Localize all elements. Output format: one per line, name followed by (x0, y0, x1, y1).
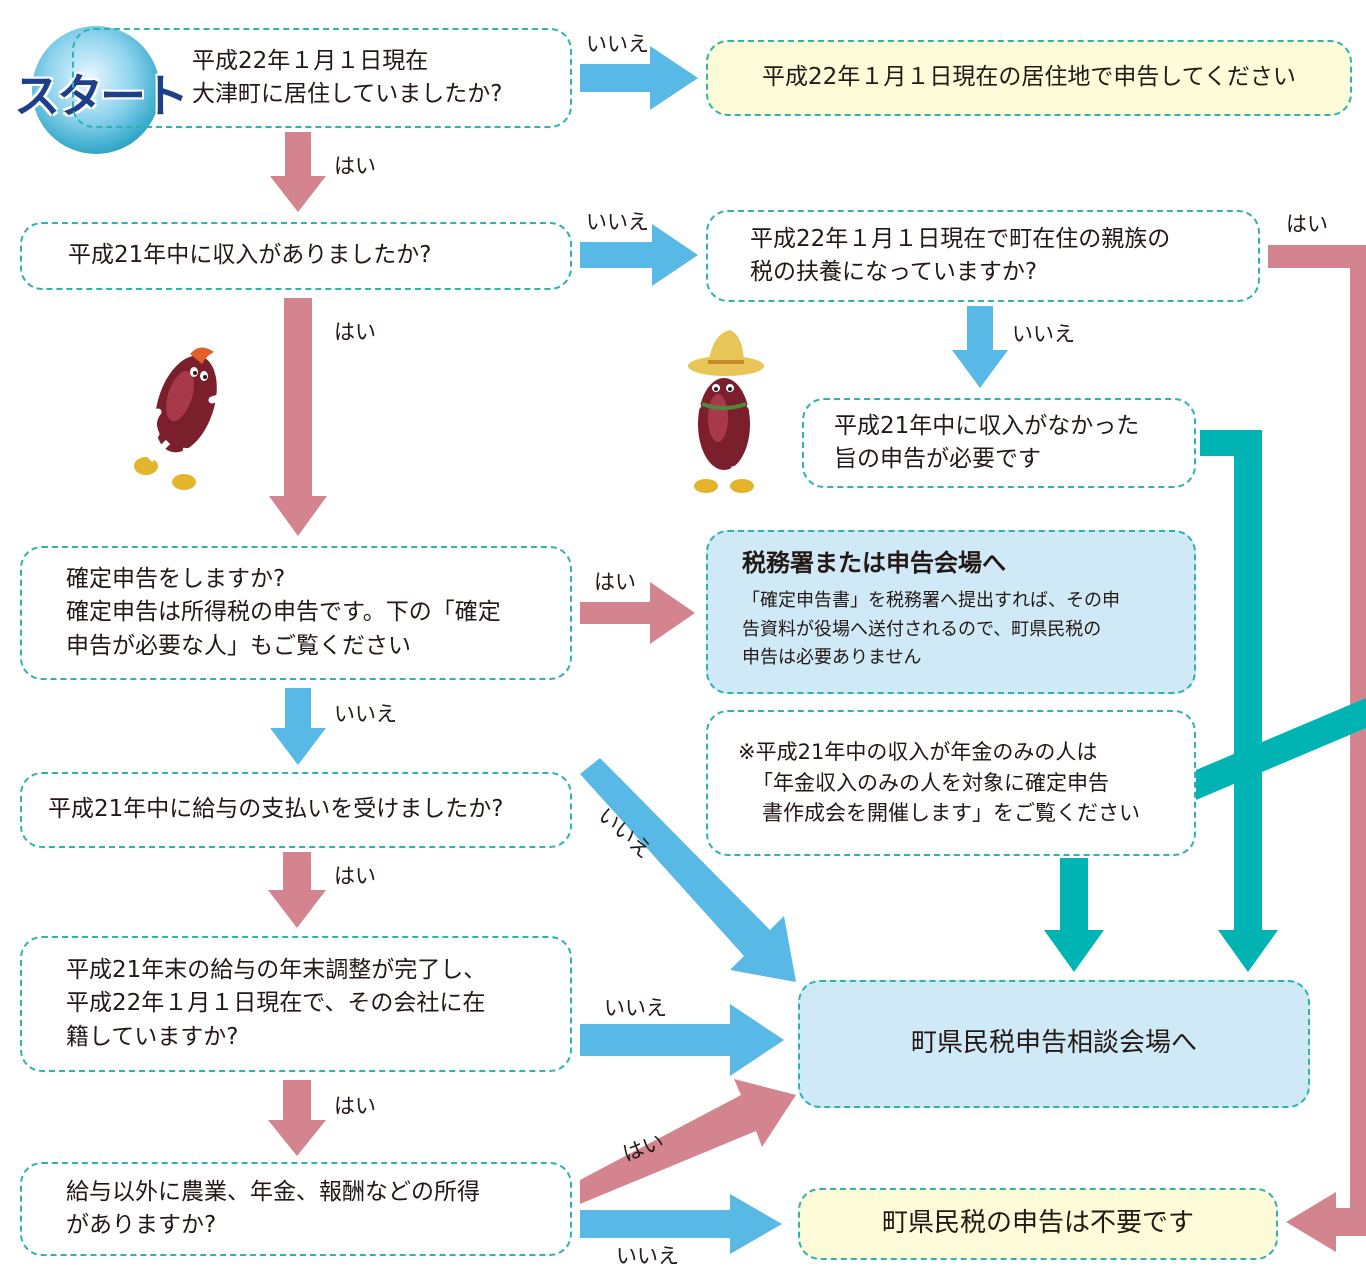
note-pension-line-2: 「年金収入のみの人を対象に確定申告 (752, 770, 1109, 795)
question-tax-return: 確定申告をしますか? 確定申告は所得税の申告です。下の「確定 申告が必要な人」も… (20, 546, 572, 680)
question-tax-return-line-3: 申告が必要な人」もご覧ください (66, 632, 411, 659)
no-arrow-q3-q4 (270, 688, 326, 765)
result-tax-office: 税務署または申告会場へ 「確定申告書」を税務署へ提出すれば、その申 告資料が役場… (706, 530, 1196, 694)
no-arrow-q4-consult (580, 758, 796, 982)
result-consultation-text: 町県民税申告相談会場へ (910, 1028, 1197, 1059)
start-globe-icon (32, 26, 160, 154)
label-yes-q4: はい (334, 864, 376, 888)
label-no-q5: いいえ (604, 996, 667, 1020)
yes-arrow-q4-q5 (268, 852, 326, 928)
question-year-end-line-1: 平成21年末の給与の年末調整が完了し、 (66, 956, 487, 983)
question-residence: 平成22年１月１日現在 大津町に居住していましたか? (72, 28, 572, 128)
yes-arrow-q5-q6 (268, 1080, 326, 1156)
yes-arrow-q1-q2 (270, 132, 326, 212)
yes-arrow-q6-consult (580, 1079, 796, 1204)
result-not-required: 町県民税の申告は不要です (798, 1188, 1278, 1260)
question-dependent-line-2: 税の扶養になっていますか? (750, 259, 1038, 285)
label-no-q2: いいえ (586, 210, 649, 234)
label-no-q3: いいえ (334, 702, 397, 726)
teal-arrow-note-consult (1044, 858, 1104, 972)
question-salary-text: 平成21年中に給与の支払いを受けましたか? (48, 796, 504, 823)
result-tax-office-line-3: 申告は必要ありません (742, 647, 922, 669)
label-no-q2b: いいえ (1012, 322, 1075, 346)
result-not-required-text: 町県民税の申告は不要です (881, 1208, 1194, 1239)
note-pension-line-1: ※平成21年中の収入が年金のみの人は (738, 740, 1098, 765)
yes-arrow-q2-q3 (269, 298, 327, 536)
question-tax-return-line-2: 確定申告は所得税の申告です。下の「確定 (66, 599, 501, 626)
question-other-income-line-1: 給与以外に農業、年金、報酬などの所得 (66, 1178, 480, 1205)
label-yes-q5: はい (334, 1094, 376, 1118)
teal-bar-diagonal (1196, 698, 1366, 800)
result-no-income-line-2: 旨の申告が必要です (834, 446, 1041, 472)
question-other-income-line-2: がありますか? (66, 1212, 217, 1238)
label-yes-q1: はい (334, 154, 376, 178)
result-no-income-declaration: 平成21年中に収入がなかった 旨の申告が必要です (802, 398, 1196, 488)
question-residence-line-1: 平成22年１月１日現在 (192, 47, 429, 74)
question-residence-line-2: 大津町に居住していましたか? (192, 81, 503, 107)
question-year-end-line-3: 籍していますか? (66, 1023, 239, 1050)
label-yes-q2b: はい (1286, 212, 1328, 236)
teal-arrow-r2-consult (1200, 430, 1278, 972)
yes-arrow-q3-tax (580, 582, 695, 644)
result-tax-office-line-2: 告資料が役場へ送付されるので、町県民税の (742, 618, 1102, 640)
result-tax-office-title: 税務署または申告会場へ (742, 549, 1006, 577)
question-tax-return-line-1: 確定申告をしますか? (66, 565, 286, 592)
no-arrow-q2b-r2 (952, 306, 1008, 388)
question-year-end-line-2: 平成22年１月１日現在で、その会社に在 (66, 990, 486, 1017)
start-badge: スタート (14, 24, 189, 156)
no-arrow-q6-notreq (580, 1194, 782, 1254)
question-year-end-adjustment: 平成21年末の給与の年末調整が完了し、 平成22年１月１日現在で、その会社に在 … (20, 936, 572, 1072)
label-yes-q2: はい (334, 320, 376, 344)
label-no-q6: いいえ (616, 1244, 679, 1268)
result-consultation-venue: 町県民税申告相談会場へ (798, 980, 1310, 1108)
question-other-income: 給与以外に農業、年金、報酬などの所得 がありますか? (20, 1162, 572, 1256)
note-pension-line-3: 書作成会を開催します」をご覧ください (762, 801, 1140, 826)
label-no-q1: いいえ (586, 32, 649, 56)
no-arrow-q2-q2b (580, 224, 698, 286)
result-file-at-residence-text: 平成22年１月１日現在の居住地で申告してください (762, 64, 1296, 91)
result-no-income-line-1: 平成21年中に収入がなかった (834, 412, 1140, 439)
question-income-2009: 平成21年中に収入がありましたか? (20, 222, 572, 290)
question-income-2009-text: 平成21年中に収入がありましたか? (68, 242, 432, 269)
note-pension-only: ※平成21年中の収入が年金のみの人は 「年金収入のみの人を対象に確定申告 書作成… (706, 710, 1196, 856)
question-dependent-line-1: 平成22年１月１日現在で町在住の親族の (750, 225, 1171, 252)
sweet-potato-mascot-running (134, 347, 240, 490)
label-yes-q3: はい (594, 570, 636, 594)
no-arrow-q1-r1 (580, 46, 698, 110)
result-tax-office-line-1: 「確定申告書」を税務署へ提出すれば、その申 (742, 589, 1120, 611)
sweet-potato-mascot-straw-hat (673, 330, 773, 493)
yes-arrow-q2b-notreq (1268, 245, 1366, 1252)
question-dependent: 平成22年１月１日現在で町在住の親族の 税の扶養になっていますか? (706, 210, 1260, 302)
result-file-at-residence: 平成22年１月１日現在の居住地で申告してください (706, 40, 1352, 116)
no-arrow-q5-consult (580, 1004, 784, 1076)
start-label: スタート (14, 69, 189, 123)
question-salary: 平成21年中に給与の支払いを受けましたか? (20, 772, 572, 848)
